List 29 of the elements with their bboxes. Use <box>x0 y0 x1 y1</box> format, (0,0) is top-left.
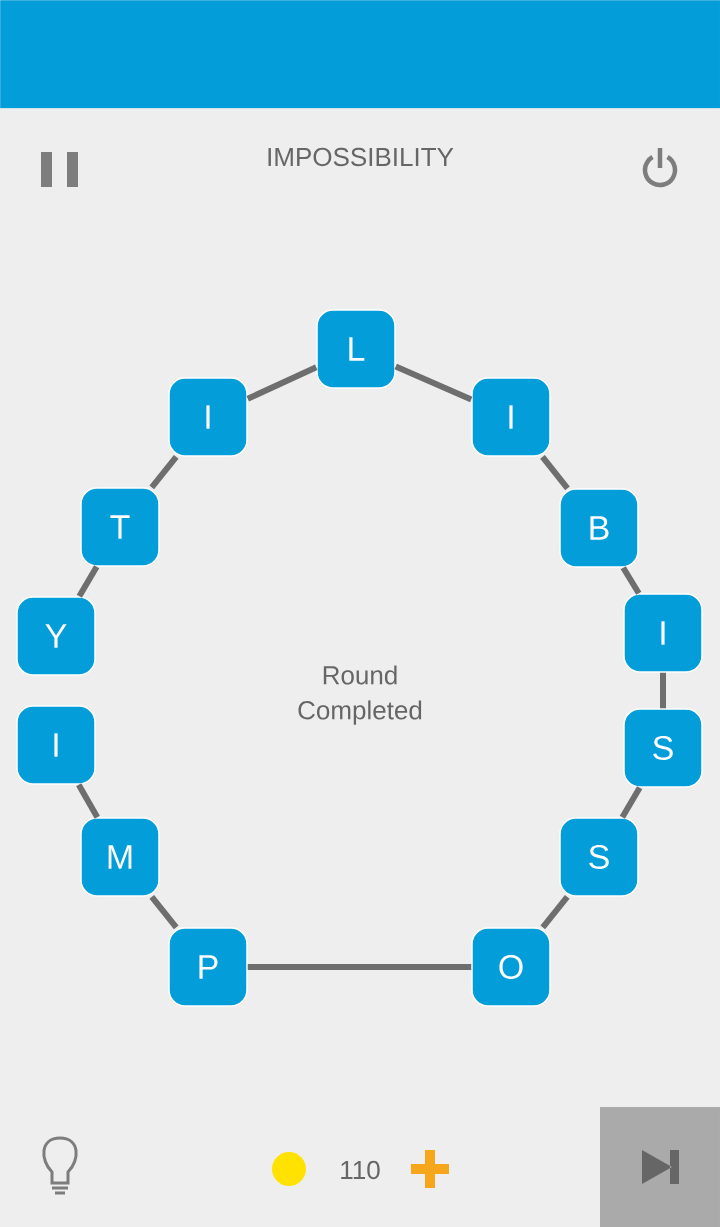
letter-tile: P <box>168 927 248 1007</box>
connector-line <box>247 964 472 970</box>
connector-line <box>660 672 666 709</box>
app-bar <box>0 0 720 109</box>
connector-line <box>76 783 100 819</box>
connector-line <box>619 786 643 819</box>
connector-line <box>149 894 179 930</box>
word-title: IMPOSSIBILITY <box>268 147 454 167</box>
connector-line <box>149 454 179 490</box>
connector-line <box>540 454 570 491</box>
letter-tile: I <box>16 705 96 785</box>
connector-line <box>394 363 473 403</box>
letter-tile: I <box>623 593 703 673</box>
connector-line <box>540 894 570 930</box>
letter-tile: T <box>80 487 160 567</box>
letter-tile: S <box>623 708 703 788</box>
letter-tile: I <box>168 377 248 457</box>
letter-tile: M <box>80 817 160 897</box>
connector-line <box>620 566 642 595</box>
letter-tile: S <box>559 817 639 897</box>
letter-tile: O <box>471 927 551 1007</box>
status-text: Round Completed <box>298 665 422 725</box>
connector-line <box>76 565 100 598</box>
coin-count: 110 <box>341 1160 380 1180</box>
letter-tile: B <box>559 488 639 568</box>
letter-tile: Y <box>16 596 96 676</box>
letter-tile: I <box>471 377 551 457</box>
connector-line <box>246 364 318 402</box>
letter-tile: L <box>316 309 396 389</box>
